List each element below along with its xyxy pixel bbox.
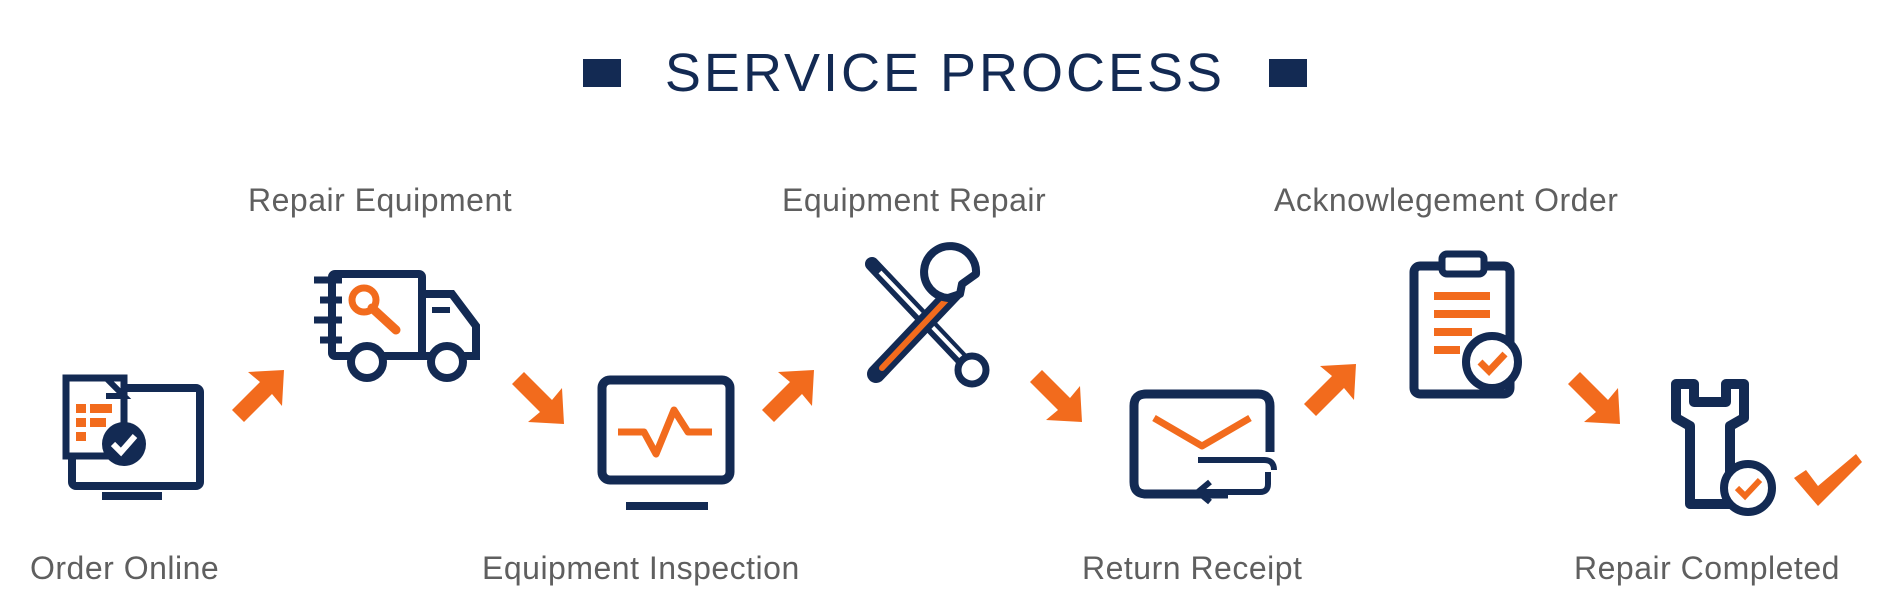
header: SERVICE PROCESS <box>0 38 1890 108</box>
arrow-down-right-icon <box>1030 370 1082 422</box>
clipboard-check-icon <box>1409 250 1522 399</box>
wrench-screwdriver-icon <box>865 242 990 388</box>
arrow-down-right-icon <box>1568 372 1620 424</box>
computer-order-icon <box>62 374 204 500</box>
step-label-repair-equipment: Repair Equipment <box>248 182 513 218</box>
monitor-pulse-icon <box>597 375 735 510</box>
step-label-return-receipt: Return Receipt <box>1082 550 1303 586</box>
step-label-equipment-inspection: Equipment Inspection <box>482 550 800 586</box>
title-left-square <box>582 59 621 87</box>
wrench-check-icon <box>1671 379 1776 516</box>
check-mark-icon <box>1794 454 1862 506</box>
step-label-equipment-repair: Equipment Repair <box>782 182 1047 218</box>
arrow-down-right-icon <box>512 372 564 424</box>
delivery-truck-icon <box>314 270 480 382</box>
step-label-order-online: Order Online <box>30 550 220 586</box>
step-label-acknowlegement-order: Acknowlegement Order <box>1274 182 1619 218</box>
page-title: SERVICE PROCESS <box>664 43 1226 103</box>
envelope-return-icon <box>1129 389 1277 505</box>
title-right-square <box>1269 59 1308 87</box>
step-label-repair-completed: Repair Completed <box>1574 550 1840 586</box>
arrow-up-right-icon <box>232 370 284 422</box>
arrow-up-right-icon <box>1304 364 1356 416</box>
arrow-up-right-icon <box>762 370 814 422</box>
